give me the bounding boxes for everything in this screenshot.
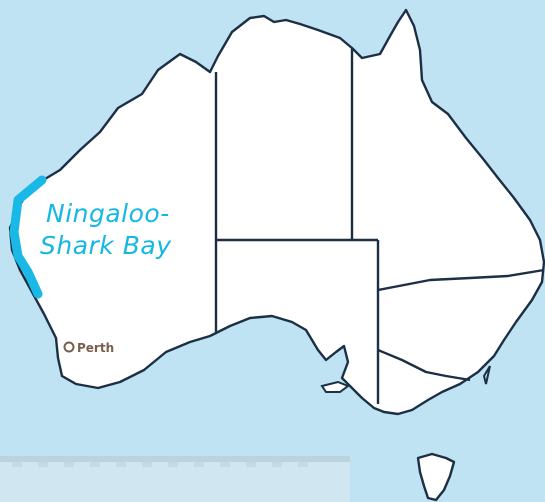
region-label-line-2: Shark Bay: [40, 231, 172, 260]
state-borders: [214, 48, 545, 404]
lake-detail: [482, 365, 491, 385]
city-dot-icon: [63, 341, 75, 353]
kangaroo-island: [320, 380, 351, 393]
australia-mainland: [8, 8, 545, 416]
tasmania: [416, 452, 456, 502]
building-photo-strip: [0, 456, 350, 502]
region-label: Ningaloo- Shark Bay: [40, 199, 178, 260]
city-marker-perth: Perth: [63, 341, 114, 355]
ningaloo-shark-bay-coastline: [9, 175, 47, 299]
city-label-perth: Perth: [77, 341, 114, 355]
region-label-line-1: Ningaloo-: [46, 199, 170, 228]
